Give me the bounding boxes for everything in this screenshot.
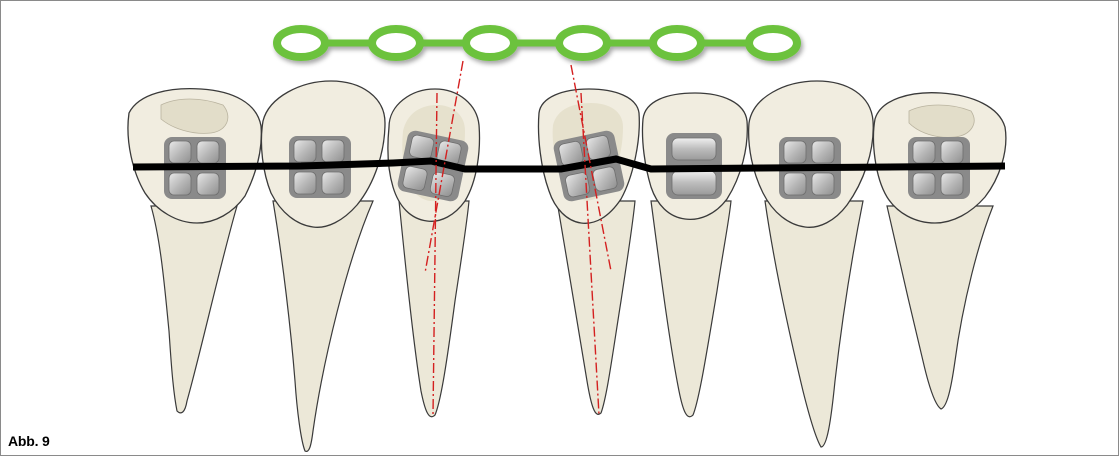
elastic-chain-link-3 [466,29,514,57]
teeth-group [128,81,1006,451]
figure-caption: Abb. 9 [8,433,50,449]
elastic-chain-link-2 [372,29,420,57]
elastic-chain-link-6 [749,29,797,57]
elastic-chain-link-1 [277,29,325,57]
tooth-6 [749,81,874,447]
elastic-chain-link-4 [559,29,607,57]
elastic-chain-link-5 [653,29,701,57]
elastic-chain [277,29,797,57]
